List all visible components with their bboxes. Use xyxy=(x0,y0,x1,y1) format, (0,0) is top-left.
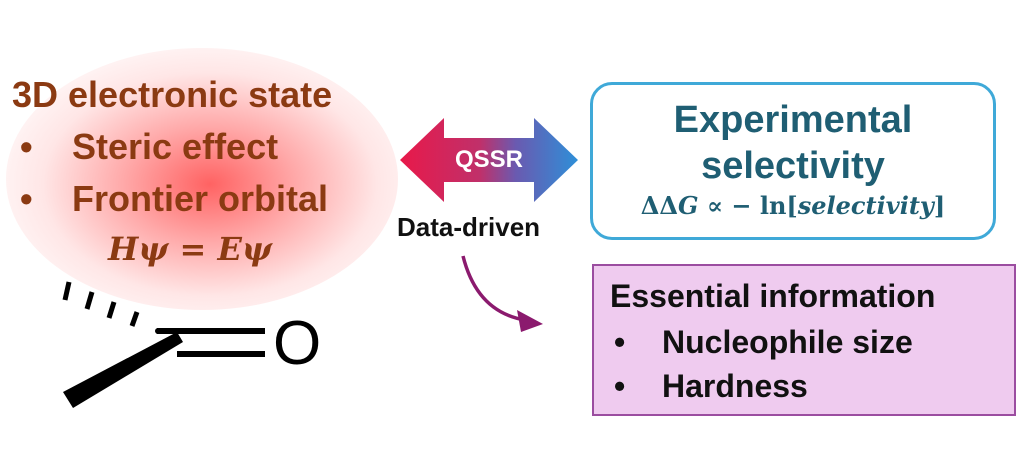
free-energy-equation: ΔΔG ∝ − ln[selectivity] xyxy=(593,191,993,220)
info-item-label: Hardness xyxy=(662,368,808,404)
qssr-label: QSSR xyxy=(454,146,523,173)
bullet-dot: • xyxy=(20,126,33,167)
bullet-dot: • xyxy=(614,324,626,360)
carbon-dot xyxy=(155,328,161,334)
eq-mid: ∝ − ln[ xyxy=(698,191,798,220)
carbonyl-molecule-diagram: O xyxy=(62,281,321,408)
bullet-dot: • xyxy=(20,178,33,219)
eq-var: G xyxy=(678,191,699,220)
wedge-bond xyxy=(63,332,183,408)
essential-information-box: Essential information •Nucleophile size … xyxy=(592,264,1016,416)
eq-prefix: ΔΔ xyxy=(640,191,679,220)
hashed-bond xyxy=(62,281,140,327)
info-title: Essential information xyxy=(610,278,936,314)
double-arrow-icon xyxy=(400,118,578,202)
info-item-nucleophile-size: • Nucleophile size xyxy=(614,324,913,361)
data-driven-caption: Data-driven xyxy=(397,212,541,242)
bullet-label: Steric effect xyxy=(72,126,279,167)
oxygen-atom-label: O xyxy=(273,309,321,378)
schrodinger-equation: Hψ = Eψ xyxy=(108,230,272,268)
red-glow-background xyxy=(6,48,398,310)
exp-title-line1: Experimental xyxy=(673,99,913,141)
bullet-frontier-orbital: • Frontier orbital xyxy=(20,178,328,220)
info-item-label: Nucleophile size xyxy=(662,324,913,360)
bullet-label: Frontier orbital xyxy=(72,178,329,219)
curved-arrow-icon xyxy=(461,255,543,332)
bullet-dot: • xyxy=(614,368,626,404)
exp-title-line2: selectivity xyxy=(701,145,885,187)
double-bond xyxy=(157,328,265,357)
eq-arg: selectivity xyxy=(797,191,934,220)
info-item-hardness: • Hardness xyxy=(614,368,808,405)
left-title: 3D electronic state xyxy=(12,74,333,115)
qssr-double-arrow: QSSR xyxy=(400,118,578,202)
experimental-selectivity-box: Experimental selectivity ΔΔG ∝ − ln[sele… xyxy=(590,82,996,240)
eq-suffix: ] xyxy=(933,191,946,220)
bullet-steric-effect: • Steric effect xyxy=(20,126,278,168)
